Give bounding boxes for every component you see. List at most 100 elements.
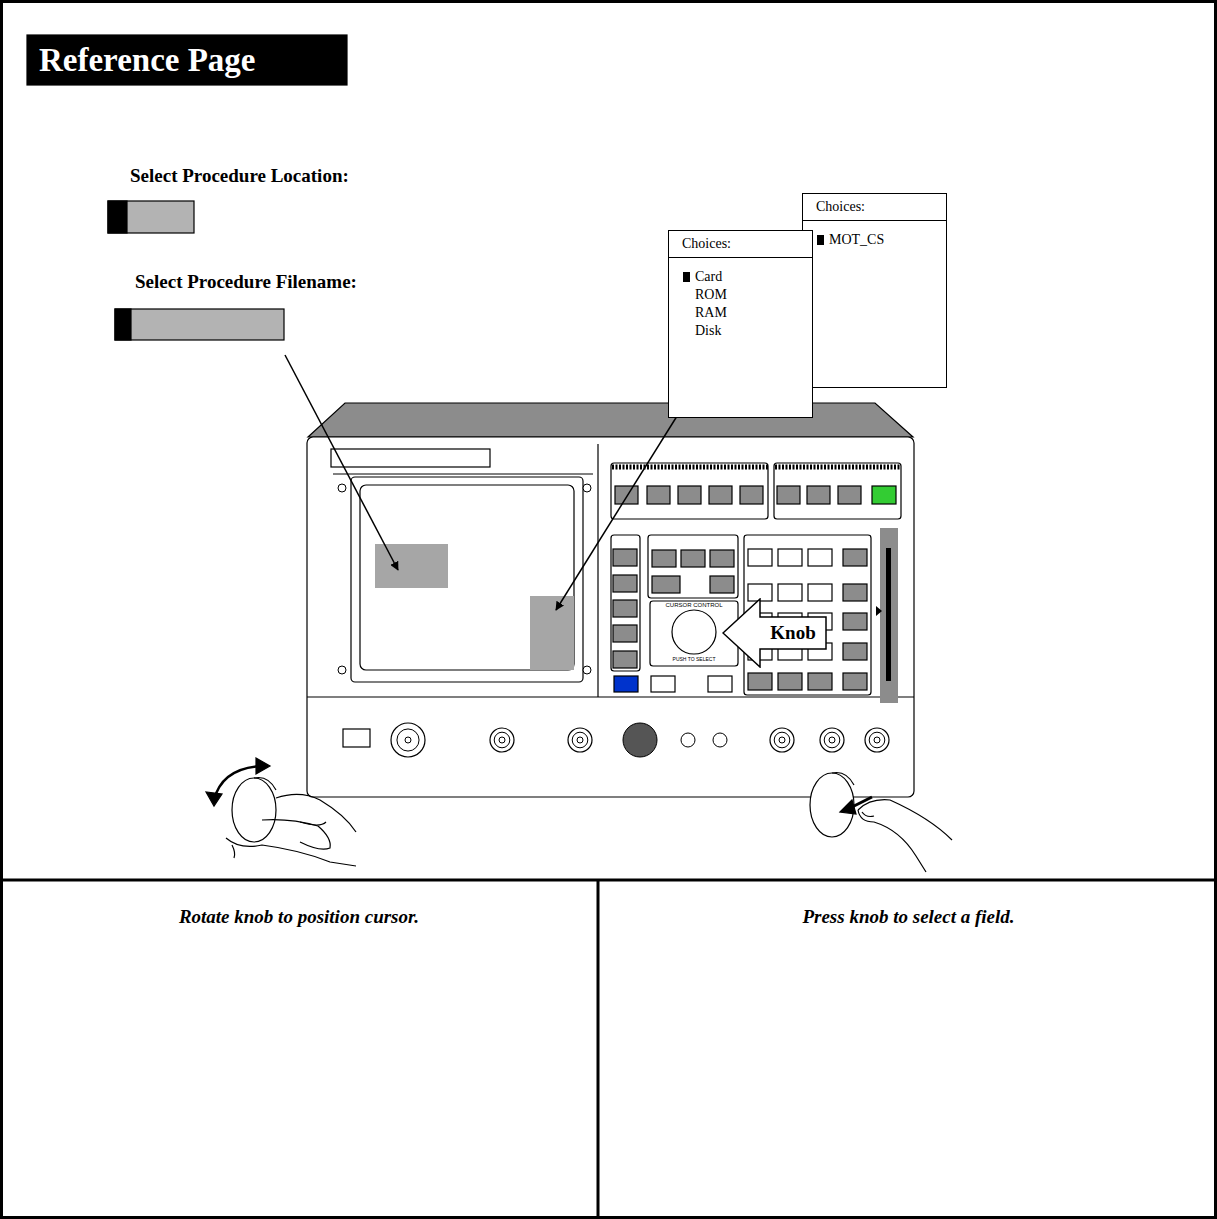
instrument bbox=[307, 403, 914, 797]
connector bbox=[770, 728, 794, 752]
menu-key bbox=[652, 576, 680, 593]
callout-text: Knob bbox=[760, 617, 826, 649]
connector bbox=[391, 723, 425, 757]
list-item: Disk bbox=[669, 322, 812, 340]
finger-drawing bbox=[858, 810, 926, 872]
filename-field bbox=[115, 309, 284, 340]
screw bbox=[583, 484, 591, 492]
instrument-top bbox=[308, 403, 913, 437]
panel-marking: CURSOR CONTROL bbox=[651, 602, 737, 609]
knob-edge bbox=[832, 773, 854, 786]
location-field bbox=[108, 201, 194, 233]
screw bbox=[583, 666, 591, 674]
nail-drawing bbox=[232, 845, 235, 858]
keypad-key bbox=[748, 673, 772, 690]
keypad-key bbox=[843, 613, 867, 630]
key-group bbox=[774, 463, 901, 519]
softkey bbox=[807, 486, 830, 504]
softkey bbox=[838, 486, 861, 504]
key-group bbox=[611, 535, 640, 671]
volume-knob bbox=[623, 723, 657, 757]
list-item: Card bbox=[669, 268, 812, 286]
softkey bbox=[740, 486, 763, 504]
softkey bbox=[709, 486, 732, 504]
keypad-key bbox=[778, 584, 802, 601]
cursor-knob bbox=[672, 610, 716, 654]
connector-pin bbox=[874, 737, 880, 743]
keypad-key bbox=[748, 549, 772, 566]
bezel-line bbox=[333, 474, 593, 475]
menu-key bbox=[710, 550, 734, 567]
connector bbox=[397, 729, 419, 751]
panel-line bbox=[597, 444, 598, 697]
instruction-text: Press knob to select a field. bbox=[600, 906, 1217, 928]
thumb-drawing bbox=[262, 820, 330, 850]
keypad-key bbox=[778, 549, 802, 566]
keypad-key bbox=[808, 584, 832, 601]
connector bbox=[774, 732, 790, 748]
connector bbox=[865, 728, 889, 752]
keypad-key bbox=[808, 549, 832, 566]
rotate-arrow-head bbox=[256, 758, 270, 774]
connector bbox=[820, 728, 844, 752]
finger-drawing bbox=[858, 800, 952, 840]
callout-arrow: Knob bbox=[722, 598, 828, 668]
power-switch bbox=[343, 729, 370, 747]
connector bbox=[568, 728, 592, 752]
title-banner bbox=[27, 35, 347, 85]
divider-line bbox=[0, 879, 1217, 882]
keypad-key bbox=[843, 584, 867, 601]
card-slot bbox=[880, 528, 898, 703]
key-group bbox=[611, 463, 768, 519]
selection-marker bbox=[683, 272, 690, 282]
jack bbox=[713, 733, 727, 747]
block-arrow-outline bbox=[723, 599, 826, 667]
divider-line bbox=[597, 880, 600, 1219]
green-key bbox=[872, 486, 896, 504]
instruction-panel: Rotate knob to position cursor. bbox=[0, 882, 598, 992]
press-arrow-head bbox=[840, 800, 856, 814]
menu-key bbox=[681, 550, 705, 567]
list-item: MOT_CS bbox=[803, 231, 946, 249]
list-item: RAM bbox=[669, 304, 812, 322]
connector bbox=[869, 732, 885, 748]
jack bbox=[681, 733, 695, 747]
keypad-key bbox=[843, 643, 867, 660]
page-title: Reference Page bbox=[27, 35, 347, 85]
instruction-panel: Press knob to select a field. bbox=[600, 882, 1217, 992]
keypad-key bbox=[843, 549, 867, 566]
choices-list: Choices: MOT_CS bbox=[802, 193, 947, 388]
field-cursor bbox=[108, 201, 127, 233]
softkey bbox=[777, 486, 800, 504]
softkey bbox=[647, 486, 670, 504]
hand-drawing bbox=[276, 794, 356, 832]
function-key bbox=[613, 575, 637, 592]
menu-key bbox=[710, 576, 734, 593]
key-group bbox=[648, 535, 738, 598]
function-key bbox=[613, 651, 637, 668]
instruction-text: Rotate knob to position cursor. bbox=[0, 906, 598, 928]
list-item: ROM bbox=[669, 286, 812, 304]
group-tab bbox=[612, 465, 768, 470]
connector bbox=[494, 732, 510, 748]
choices-list: Choices:CardROMRAMDisk bbox=[668, 230, 813, 418]
field-cursor bbox=[115, 309, 131, 340]
group-tab bbox=[775, 465, 900, 470]
screen-field bbox=[530, 596, 574, 670]
finger-drawing bbox=[226, 838, 356, 866]
screw bbox=[338, 484, 346, 492]
blue-key bbox=[614, 676, 638, 692]
card-slot-opening bbox=[886, 548, 891, 681]
menu-key bbox=[652, 550, 676, 567]
connector-pin bbox=[577, 737, 583, 743]
screen-field bbox=[375, 544, 448, 588]
key bbox=[651, 676, 675, 692]
key-group bbox=[744, 535, 871, 695]
panel-line bbox=[307, 696, 914, 697]
keypad-key bbox=[808, 673, 832, 690]
knob-edge bbox=[254, 778, 276, 791]
list-heading: Choices: bbox=[803, 194, 946, 221]
connector bbox=[490, 728, 514, 752]
